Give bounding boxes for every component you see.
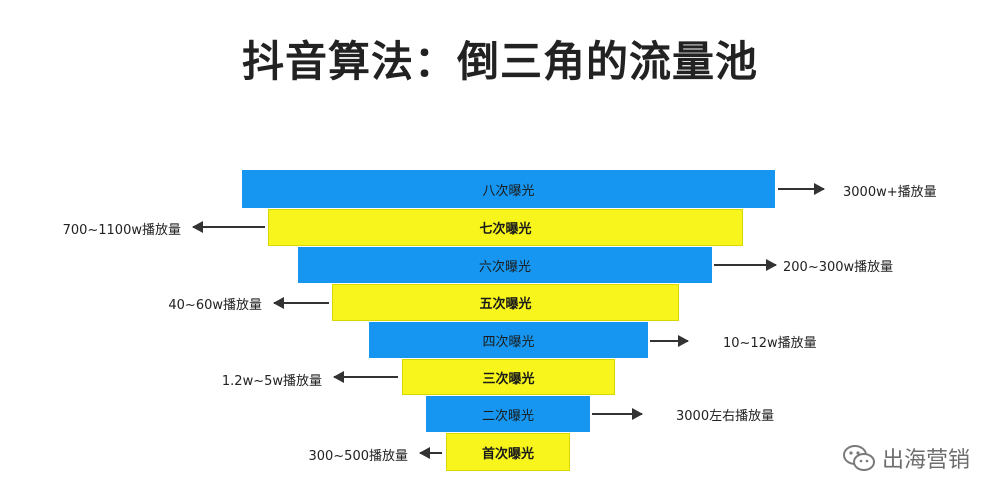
tier-8-arrow [419, 447, 442, 459]
tier-6-label: 三次曝光 [482, 371, 535, 387]
tier-3-arrow [714, 259, 777, 271]
tier-3-label: 六次曝光 [478, 259, 531, 275]
tier-3-annotation: 200~300w播放量 [783, 260, 894, 275]
tier-1-arrow [778, 183, 825, 195]
tier-2-arrow [192, 221, 265, 233]
tier-4-label: 五次曝光 [479, 297, 532, 312]
tier-5-bar: 四次曝光 [369, 322, 648, 358]
tier-5-label: 四次曝光 [482, 334, 535, 350]
tier-6-arrow [333, 371, 398, 383]
tier-7-arrow [592, 408, 643, 420]
tier-6-annotation: 1.2w~5w播放量 [221, 374, 322, 389]
tier-1-label: 八次曝光 [482, 183, 535, 199]
watermark-text: 出海营销 [881, 448, 970, 473]
tier-1-bar: 八次曝光 [242, 170, 775, 208]
tier-8-annotation: 300~500播放量 [308, 449, 408, 464]
tier-7-annotation: 3000左右播放量 [676, 409, 775, 424]
diagram-title: 抖音算法：倒三角的流量池 [241, 37, 758, 86]
tier-6-bar: 三次曝光 [402, 359, 615, 395]
tier-4-arrow [273, 297, 329, 309]
tier-2-bar: 七次曝光 [268, 209, 743, 246]
tier-8-bar: 首次曝光 [446, 433, 570, 471]
tier-5-arrow [650, 335, 689, 347]
tier-2-label: 七次曝光 [479, 222, 532, 237]
tier-3-bar: 六次曝光 [298, 247, 712, 283]
tier-2-annotation: 700~1100w播放量 [62, 223, 181, 238]
tier-7-bar: 二次曝光 [426, 396, 590, 432]
tier-7-label: 二次曝光 [481, 408, 534, 424]
tier-1-annotation: 3000w+播放量 [843, 185, 937, 200]
wechat-icon [842, 445, 875, 471]
tier-8-label: 首次曝光 [481, 446, 534, 462]
tier-4-bar: 五次曝光 [332, 284, 679, 321]
tier-5-annotation: 10~12w播放量 [723, 336, 817, 351]
watermark: 出海营销 [842, 442, 970, 474]
tier-4-annotation: 40~60w播放量 [168, 298, 262, 313]
